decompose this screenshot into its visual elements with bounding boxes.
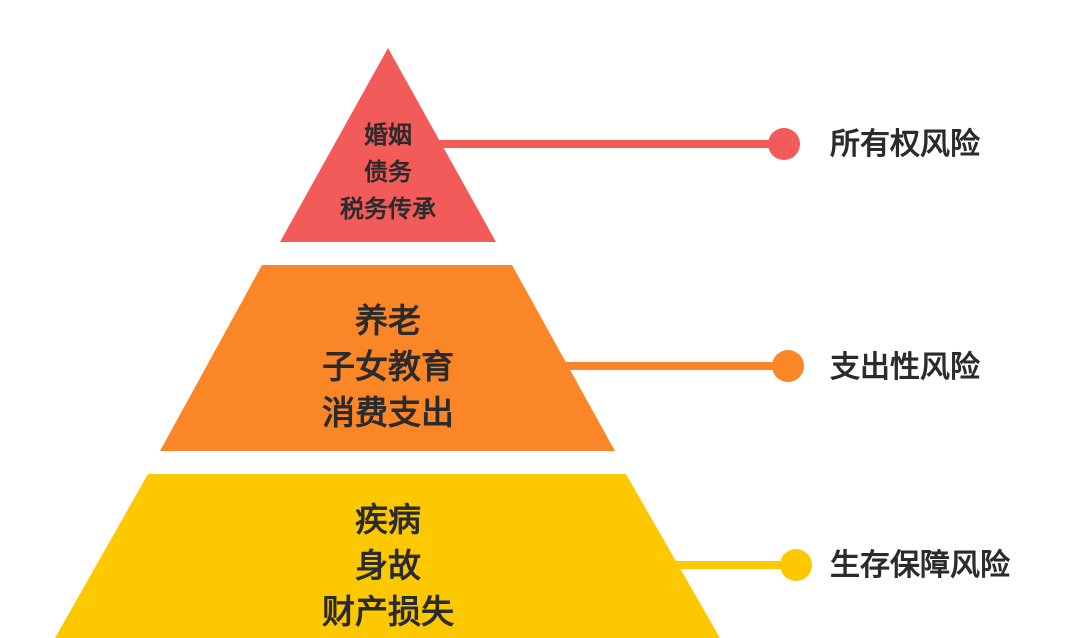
risk-label-survival: 生存保障风险	[830, 548, 1010, 583]
risk-label-ownership: 所有权风险	[830, 127, 980, 162]
bottom-tier-line-2: 身故	[355, 546, 421, 585]
middle-tier-text: 养老 子女教育 消费支出	[0, 298, 776, 436]
middle-tier-line-2: 子女教育	[322, 347, 454, 386]
bottom-tier-line-1: 疾病	[355, 500, 421, 539]
pyramid-tier-bottom	[55, 474, 720, 638]
top-tier-line-3: 税务传承	[340, 195, 436, 223]
bottom-tier-line-3: 财产损失	[322, 592, 454, 631]
connector-dot-middle	[772, 350, 804, 382]
connector-dot-top	[768, 128, 800, 160]
bottom-tier-text: 疾病 身故 财产损失	[0, 497, 776, 635]
pyramid-tier-top	[280, 48, 496, 242]
top-tier-text: 婚姻 债务 税务传承	[0, 117, 776, 228]
top-tier-line-2: 债务	[364, 158, 412, 186]
pyramid-tier-middle	[160, 265, 615, 451]
top-tier-line-1: 婚姻	[364, 121, 412, 149]
middle-tier-line-3: 消费支出	[322, 393, 454, 432]
connector-dot-bottom	[780, 549, 812, 581]
risk-label-expenditure: 支出性风险	[830, 350, 980, 385]
middle-tier-line-1: 养老	[355, 301, 421, 340]
